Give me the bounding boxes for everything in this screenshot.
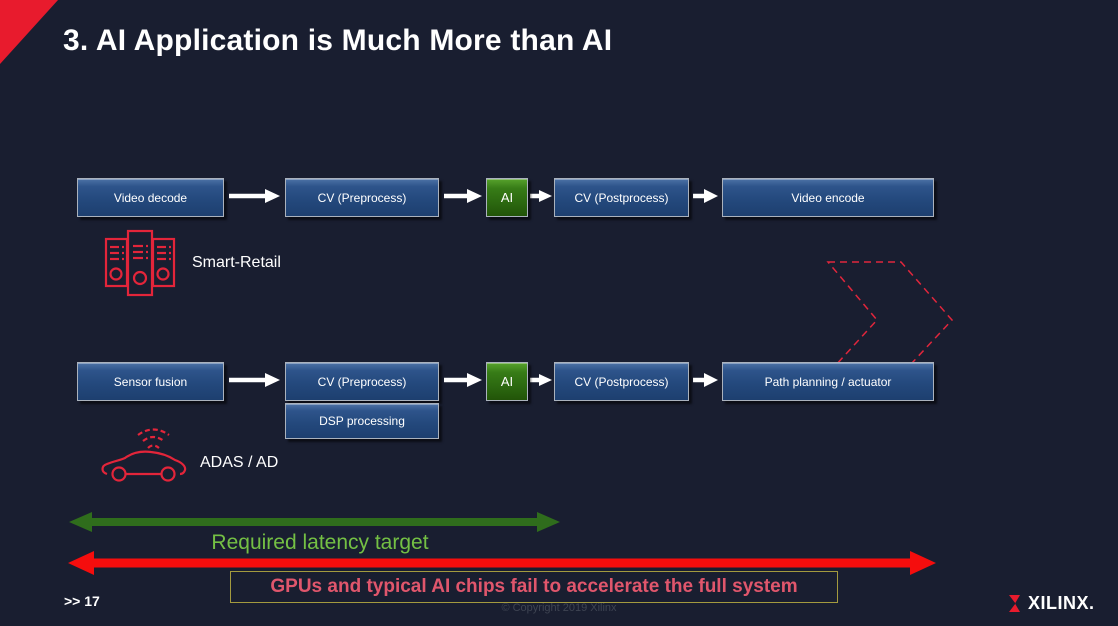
- page-number: >> 17: [64, 593, 100, 609]
- corner-accent-triangle: [0, 0, 58, 64]
- flow2-box-cv-preprocess: CV (Preprocess): [285, 362, 439, 401]
- flow2-label: ADAS / AD: [200, 454, 279, 471]
- slide-title: 3. AI Application is Much More than AI: [63, 24, 613, 57]
- car-icon: [98, 428, 190, 491]
- latency-target-label: Required latency target: [211, 531, 429, 554]
- flow2-box-path-planning: Path planning / actuator: [722, 362, 934, 401]
- dashed-chevron-shape: [822, 261, 954, 379]
- warning-label: GPUs and typical AI chips fail to accele…: [270, 576, 798, 597]
- flow2-box-dsp-processing: DSP processing: [285, 403, 439, 439]
- brand-logo: XILINX.: [1008, 593, 1095, 614]
- server-rack-icon: [102, 226, 178, 307]
- flow2-box-sensor-fusion: Sensor fusion: [77, 362, 224, 401]
- warning-box: GPUs and typical AI chips fail to accele…: [230, 571, 838, 603]
- flow2-box-ai: AI: [486, 362, 528, 401]
- xilinx-logo-icon: [1009, 595, 1020, 612]
- flow1-label: Smart-Retail: [192, 254, 281, 271]
- flow2-box-cv-postprocess: CV (Postprocess): [554, 362, 689, 401]
- flow1-box-cv-postprocess: CV (Postprocess): [554, 178, 689, 217]
- copyright-text: © Copyright 2019 Xilinx: [501, 602, 617, 614]
- brand-text: XILINX.: [1028, 593, 1095, 613]
- flow1-box-video-encode: Video encode: [722, 178, 934, 217]
- flow1-box-video-decode: Video decode: [77, 178, 224, 217]
- flow1-box-ai: AI: [486, 178, 528, 217]
- flow1-box-cv-preprocess: CV (Preprocess): [285, 178, 439, 217]
- latency-double-arrow: [69, 512, 560, 532]
